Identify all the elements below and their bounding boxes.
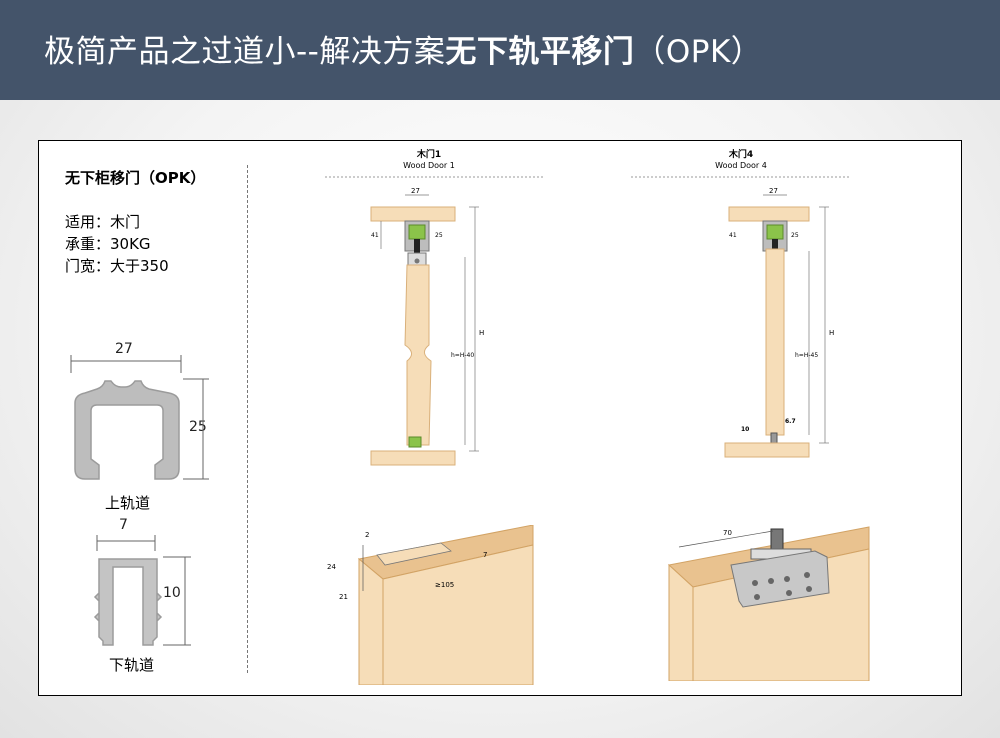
- top-rail-width-dim: 27: [115, 341, 133, 357]
- detail1-dim-7: 7: [483, 551, 487, 559]
- door4-dim-h: H: [829, 329, 834, 337]
- door1-dim-h: H: [479, 329, 484, 337]
- door1-dim-27: 27: [411, 187, 420, 195]
- spec-line-load: 承重：30KG: [65, 235, 151, 253]
- door1-dim-41: 41: [371, 232, 379, 239]
- title-suffix: （OPK）: [634, 34, 763, 70]
- top-rail-profile: [70, 355, 209, 480]
- door1-title-en: Wood Door 1: [403, 161, 455, 170]
- top-rail-label: 上轨道: [105, 494, 151, 512]
- content-frame: 无下柜移门（OPK） 适用：木门 承重：30KG 门宽：大于350 27 25 …: [38, 140, 962, 696]
- door4-dim-67: 6.7: [785, 418, 796, 425]
- door4-drawing: 木门4 Wood Door 4 H h=H-45 27 41 25 10 6.7: [631, 148, 851, 458]
- door1-drawing: 木门1 Wood Door 1 H h=H-40 27 41 25: [325, 148, 543, 466]
- detail1-drawing: 24 2 21 ≥105 7: [327, 525, 534, 685]
- bottom-rail-height-dim: 10: [163, 585, 181, 601]
- door4-dim-10: 10: [741, 426, 749, 433]
- door1-dim-25: 25: [435, 232, 443, 239]
- bottom-rail-width-dim: 7: [119, 517, 128, 533]
- detail1-dim-24: 24: [327, 563, 336, 571]
- door4-title-en: Wood Door 4: [715, 161, 767, 170]
- door4-dim-h-minus: h=H-45: [795, 352, 818, 359]
- spec-lines: 适用：木门 承重：30KG 门宽：大于350: [65, 211, 169, 277]
- top-rail-height-dim: 25: [189, 419, 207, 435]
- detail4-dim-70: 70: [723, 529, 732, 537]
- title-bold: 无下轨平移门: [445, 34, 635, 70]
- bottom-rail-label: 下轨道: [109, 656, 155, 674]
- section-divider: [247, 165, 248, 673]
- door4-dim-41: 41: [729, 232, 737, 239]
- detail1-dim-21: 21: [339, 593, 348, 601]
- spec-line-usage: 适用：木门: [65, 213, 141, 231]
- slide-title: 极简产品之过道小--解决方案无下轨平移门（OPK）: [44, 26, 762, 71]
- spec-title: 无下柜移门（OPK）: [65, 169, 206, 187]
- door4-dim-27: 27: [769, 187, 778, 195]
- detail1-dim-105: ≥105: [435, 581, 454, 589]
- spec-line-width: 门宽：大于350: [65, 257, 169, 275]
- door4-dim-25: 25: [791, 232, 799, 239]
- bottom-rail-profile: [93, 535, 191, 646]
- title-regular: 极简产品之过道小--解决方案: [44, 34, 446, 70]
- detail4-drawing: 70: [667, 526, 870, 681]
- detail1-dim-2: 2: [365, 531, 369, 539]
- door1-dim-h-minus: h=H-40: [451, 352, 474, 359]
- door4-title-cn: 木门4: [728, 148, 753, 160]
- door1-title-cn: 木门1: [416, 148, 441, 160]
- slide-header: 极简产品之过道小--解决方案无下轨平移门（OPK）: [0, 0, 1000, 100]
